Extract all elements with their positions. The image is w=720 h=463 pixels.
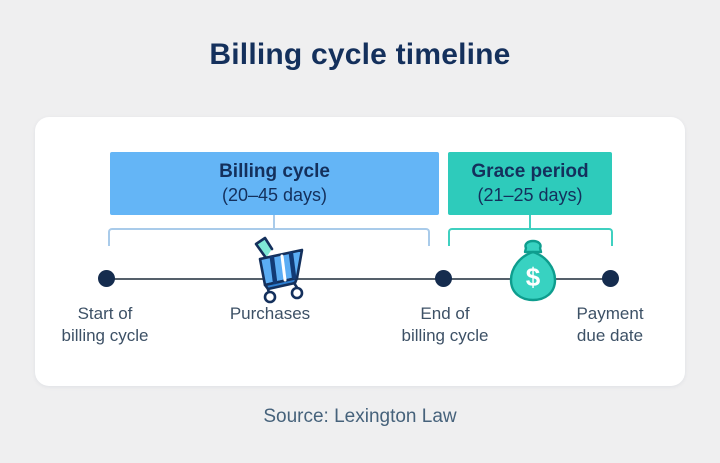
billing-cycle-stem	[273, 215, 275, 228]
segment-billing-cycle-label: Billing cycle	[219, 161, 330, 183]
label-start-of-billing-cycle: Start of billing cycle	[61, 304, 149, 346]
timeline-line	[106, 278, 610, 280]
segment-grace-period-duration: (21–25 days)	[477, 185, 583, 206]
dot-end-of-billing-cycle	[435, 270, 452, 287]
label-purchases: Purchases	[229, 304, 311, 323]
label-end-of-billing-cycle: End of billing cycle	[401, 304, 489, 346]
segment-grace-period: Grace period (21–25 days)	[448, 152, 612, 215]
grace-period-stem	[529, 215, 531, 228]
svg-text:$: $	[526, 262, 541, 292]
source-credit: Source: Lexington Law	[263, 406, 457, 427]
dot-start-of-billing-cycle	[98, 270, 115, 287]
page-title: Billing cycle timeline	[209, 38, 511, 71]
shopping-cart-icon	[239, 233, 315, 310]
label-payment-due-date: Payment due date	[576, 304, 644, 346]
infographic-card: Billing cycle (20–45 days) Grace period …	[35, 117, 685, 386]
grace-period-bracket	[448, 228, 613, 246]
segment-grace-period-label: Grace period	[471, 161, 589, 183]
money-bag-icon: $	[505, 239, 561, 310]
billing-cycle-bracket	[108, 228, 430, 246]
segment-billing-cycle-duration: (20–45 days)	[221, 185, 328, 206]
dot-payment-due-date	[602, 270, 619, 287]
segment-billing-cycle: Billing cycle (20–45 days)	[110, 152, 439, 215]
